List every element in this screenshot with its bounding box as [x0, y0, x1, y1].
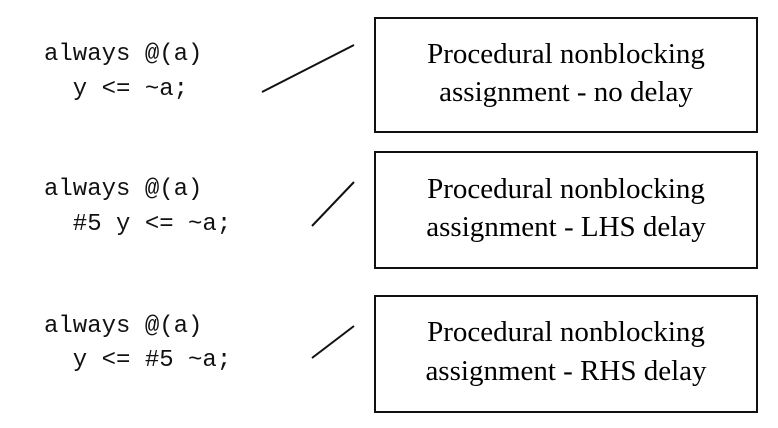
- example-lhs-delay: always @(a) #5 y <= ~a; Procedural nonbl…: [44, 151, 758, 269]
- code-line-2: y <= #5 ~a;: [44, 347, 231, 374]
- label-line-2: assignment - LHS delay: [426, 211, 706, 243]
- code-line-1: always @(a): [44, 176, 202, 203]
- label-line-1: Procedural nonblocking: [427, 173, 705, 205]
- connector-line: [261, 44, 355, 93]
- example-rhs-delay: always @(a) y <= #5 ~a; Procedural nonbl…: [44, 295, 758, 413]
- connector-line: [311, 325, 355, 359]
- code-line-2: #5 y <= ~a;: [44, 211, 231, 238]
- code-line-1: always @(a): [44, 313, 202, 340]
- code-line-1: always @(a): [44, 41, 202, 68]
- example-no-delay: always @(a) y <= ~a; Procedural nonblock…: [44, 17, 758, 133]
- label-line-2: assignment - RHS delay: [425, 355, 707, 387]
- connector-line: [311, 181, 355, 227]
- label-box: [374, 17, 758, 133]
- label-box: [374, 295, 758, 413]
- label-line-1: Procedural nonblocking: [427, 38, 705, 70]
- label-box: [374, 151, 758, 269]
- label-line-1: Procedural nonblocking: [427, 316, 705, 348]
- code-line-2: y <= ~a;: [44, 76, 188, 103]
- label-line-2: assignment - no delay: [439, 76, 693, 108]
